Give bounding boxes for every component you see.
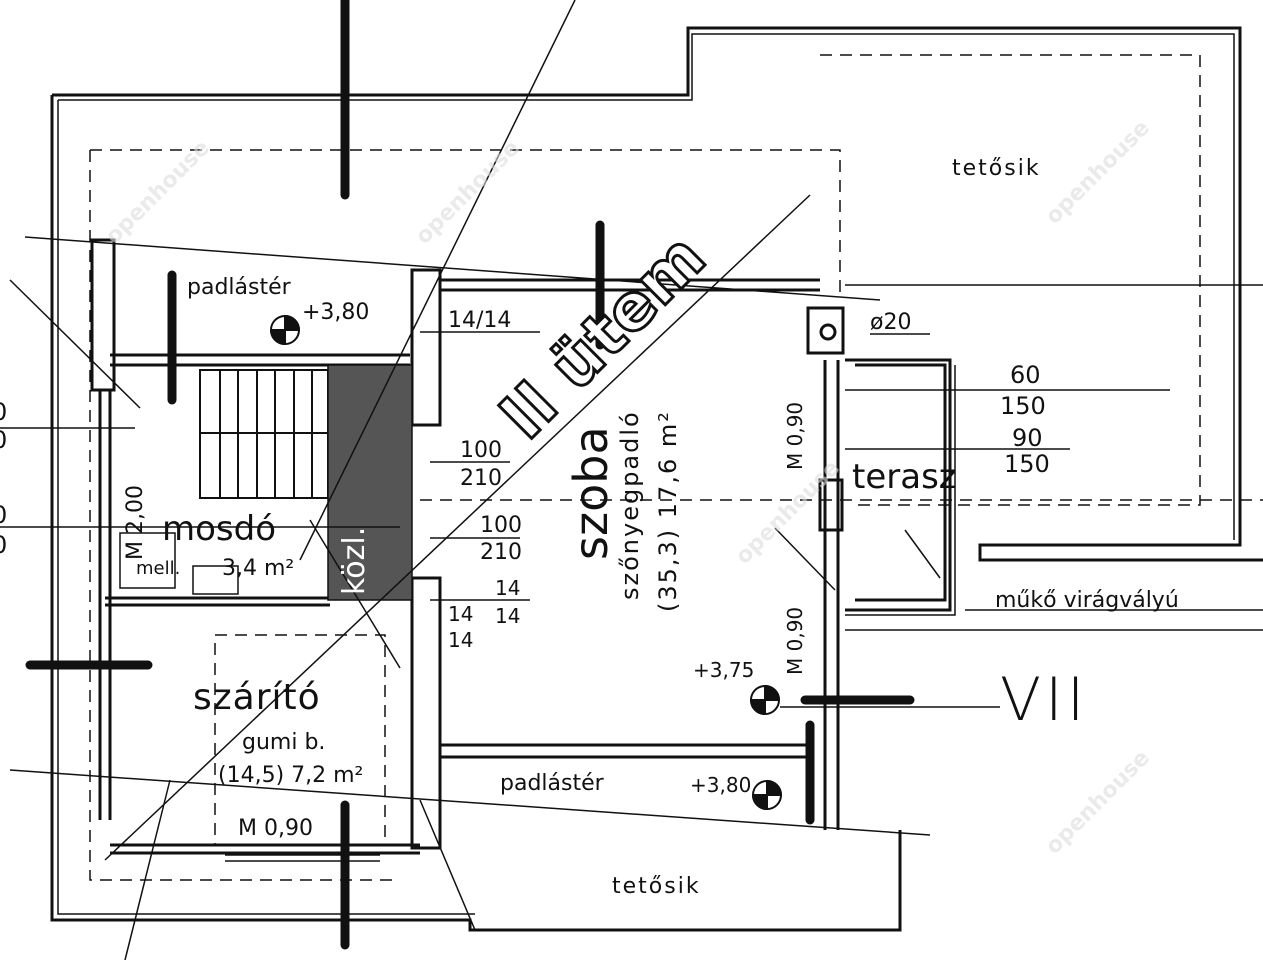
pipe-dim: ø20 [870, 310, 912, 335]
column-dim: 14 [448, 628, 474, 652]
washroom-area: 3,4 m² [222, 556, 295, 581]
level-bottom: +3,80 [690, 773, 752, 797]
room-area: (35,3) 17,6 m² [654, 410, 682, 612]
corridor-label: közl. [337, 526, 372, 595]
level-symbols [269, 314, 837, 811]
column-dim: 14 [495, 604, 521, 628]
dim-m090: M 0,90 [783, 606, 807, 675]
washroom-fixture: mell. [136, 558, 181, 579]
washroom-fixtures [119, 532, 239, 595]
label-attic-top: padlástér [187, 275, 291, 300]
edge-dim: 0 [0, 428, 7, 452]
label-roof-bottom: tetősik [612, 874, 701, 899]
room-floor: szőnyegpadló [616, 410, 644, 600]
washroom-name: mosdó [162, 509, 277, 549]
label-terrace: terasz [852, 457, 957, 497]
level-top-left: +3,80 [302, 300, 370, 325]
room-name: szoba [564, 426, 618, 560]
door-dim: 100 [460, 438, 502, 463]
window-dim: 150 [1004, 450, 1050, 478]
column-dim: 14/14 [448, 308, 512, 333]
window-dim: 150 [1000, 392, 1046, 420]
dim-m090: M 0,90 [238, 816, 313, 841]
dryer-area: (14,5) 7,2 m² [218, 763, 364, 788]
door-dim: 100 [480, 513, 522, 538]
edge-dim: 0 [0, 533, 7, 557]
column-dim: 14 [448, 602, 474, 626]
window-dim: 90 [1012, 424, 1043, 452]
corridor-hatch [327, 364, 413, 601]
dim-m090: M 0,90 [783, 401, 807, 470]
dim-m200: M 2,00 [123, 485, 148, 560]
label-planter: műkő virágvályú [995, 588, 1179, 613]
window-dim: 60 [1010, 361, 1041, 389]
section-markers [25, 0, 915, 950]
dryer-window [225, 854, 380, 862]
outer-walls [50, 26, 1263, 932]
edge-dim: 0 [0, 400, 7, 424]
level-room: +3,75 [693, 658, 755, 682]
label-roof-top: tetősik [952, 156, 1041, 181]
edge-dim: 0 [0, 503, 7, 527]
section-label: VII [1000, 665, 1089, 735]
staircase [199, 369, 329, 499]
column-dim: 14 [495, 576, 521, 600]
dryer-floor: gumi b. [242, 730, 326, 755]
dryer-name: szárító [193, 677, 321, 718]
door-dim: 210 [480, 540, 522, 565]
label-attic-bottom: padlástér [500, 771, 604, 796]
door-dim: 210 [460, 466, 502, 491]
